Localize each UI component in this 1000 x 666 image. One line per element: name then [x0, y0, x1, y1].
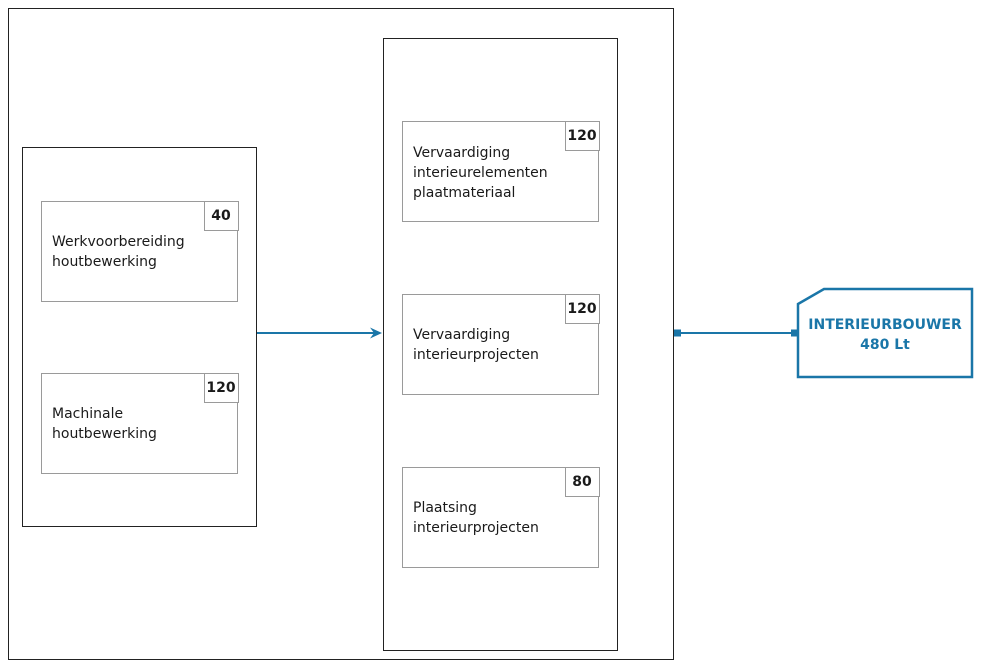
- module-label: Plaatsing interieurprojecten: [413, 500, 539, 536]
- module-label: Vervaardiging interieurelementen plaatma…: [413, 145, 548, 201]
- module-vervaardiging-interieurprojecten: Vervaardiging interieurprojecten 120: [402, 293, 600, 395]
- module-label: Machinale houtbewerking: [52, 406, 157, 442]
- hours-badge: 120: [203, 372, 239, 403]
- arrow-head-icon: [370, 327, 382, 339]
- result-hours: 480 Lt: [860, 337, 910, 353]
- module-label: Werkvoorbereiding houtbewerking: [52, 234, 185, 270]
- connector-node-end: [791, 329, 798, 337]
- hours-badge: 120: [564, 293, 600, 324]
- module-label: Vervaardiging interieurprojecten: [413, 327, 539, 363]
- module-werkvoorbereiding: Werkvoorbereiding houtbewerking 40: [41, 200, 239, 302]
- module-plaatsing-interieurprojecten: Plaatsing interieurprojecten 80: [402, 466, 600, 568]
- result-badge: [796, 287, 974, 379]
- hours-badge: 40: [203, 200, 239, 231]
- hours-badge: 80: [564, 466, 600, 497]
- hours-badge: 120: [564, 120, 600, 151]
- module-machinale-houtbewerking: Machinale houtbewerking 120: [41, 372, 239, 474]
- module-vervaardiging-interieurelementen: Vervaardiging interieurelementen plaatma…: [402, 120, 600, 222]
- result-title: INTERIEURBOUWER: [808, 317, 962, 333]
- connector-node-start: [674, 329, 681, 337]
- result-label: INTERIEURBOUWER 480 Lt: [798, 315, 972, 355]
